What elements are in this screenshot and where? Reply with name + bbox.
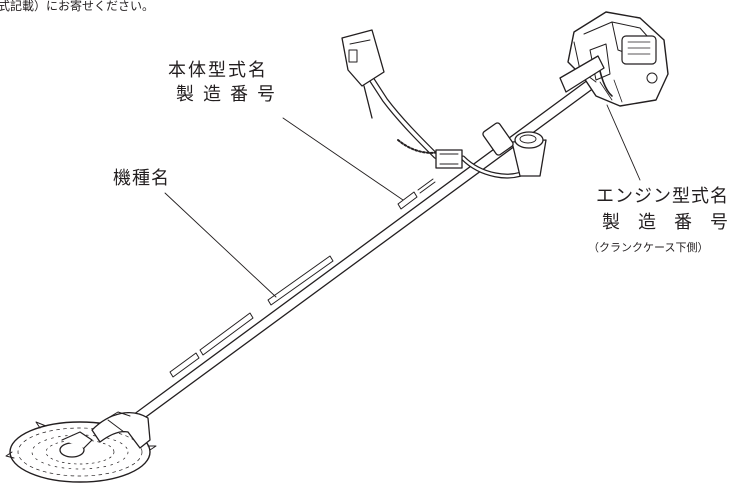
drive-shaft: [117, 73, 603, 434]
cutter-head: [5, 411, 157, 483]
body-serial-label: 製造番号: [176, 84, 284, 105]
leader-lines: [164, 104, 641, 298]
engine-model-label: エンジン型式名: [596, 186, 729, 207]
engine-serial-label: 製造番号: [602, 212, 744, 233]
engine-serial-note: （クランクケース下側）: [588, 241, 709, 254]
body-model-label: 本体型式名: [168, 60, 268, 81]
leader-body-model: [282, 117, 404, 201]
leader-machine-name: [164, 192, 277, 298]
header-text-fragment: 式記載）にお寄せください。: [0, 0, 155, 13]
leader-engine-model: [606, 104, 641, 181]
engine-unit: [559, 11, 669, 107]
handle-bar: [341, 29, 547, 179]
machine-name-label: 機種名: [113, 168, 170, 189]
